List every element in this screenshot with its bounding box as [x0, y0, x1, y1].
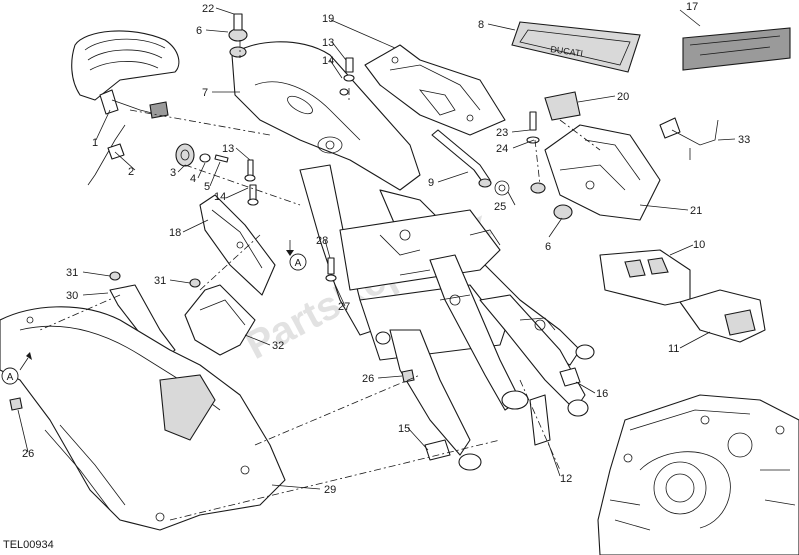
- callout-16: 16: [596, 388, 608, 400]
- callout-14: 14: [214, 191, 226, 203]
- leader-lines: [17, 7, 736, 490]
- callout-9: 9: [428, 177, 434, 189]
- callout-14: 14: [322, 55, 334, 67]
- part-20-pad: [544, 91, 581, 121]
- part-29-tail-fairing: [0, 306, 286, 531]
- callout-17: 17: [686, 1, 698, 13]
- callout-25: 25: [494, 201, 506, 213]
- view-marker-a-lower: A: [1, 352, 32, 385]
- callout-31: 31: [66, 267, 78, 279]
- svg-text:DUCATI: DUCATI: [550, 44, 584, 58]
- fasteners-right: [494, 111, 573, 220]
- callout-22: 22: [202, 3, 214, 15]
- callout-20: 20: [617, 91, 629, 103]
- callout-labels: 1 2 3 4 5 6 6 7 8 9 10 11 12 13 13 14 14…: [22, 1, 750, 496]
- callout-11: 11: [668, 343, 679, 355]
- fasteners-left: [175, 13, 259, 206]
- callout-2: 2: [128, 166, 134, 178]
- view-marker-a-upper: A: [286, 240, 307, 271]
- callout-15: 15: [398, 423, 410, 435]
- callout-8: 8: [478, 19, 484, 31]
- assembly-lines: [39, 40, 601, 521]
- view-marker-label: A: [295, 258, 302, 269]
- part-21-license-bracket: [544, 124, 661, 221]
- lower-small-parts: [9, 257, 581, 461]
- part-18-side-panel: [199, 194, 276, 296]
- tail-light: [71, 30, 180, 119]
- callout-29: 29: [324, 484, 336, 496]
- callout-19: 19: [322, 13, 334, 25]
- part-8-cover: DUCATI: [511, 21, 641, 73]
- callout-18: 18: [169, 227, 181, 239]
- part-11-cover: [679, 289, 766, 343]
- callout-31: 31: [154, 275, 166, 287]
- rear-subframe: [231, 41, 595, 471]
- callout-13: 13: [222, 143, 234, 155]
- callout-24: 24: [496, 143, 508, 155]
- part-32-bracket: [184, 278, 256, 356]
- callout-6: 6: [545, 241, 551, 253]
- callout-21: 21: [690, 205, 702, 217]
- fasteners-upper: [339, 57, 355, 96]
- upper-right-bracket: [364, 44, 506, 136]
- callout-26: 26: [22, 448, 34, 460]
- engine-block: [597, 394, 799, 555]
- part-33-clip: [659, 117, 719, 160]
- part-9-strap: [431, 129, 492, 188]
- callout-33: 33: [738, 134, 750, 146]
- callout-28: 28: [316, 235, 328, 247]
- callout-32: 32: [272, 340, 284, 352]
- callout-3: 3: [170, 167, 176, 179]
- part-17-manual: [682, 27, 791, 71]
- callout-27: 27: [338, 301, 350, 313]
- callout-5: 5: [204, 181, 210, 193]
- callout-6: 6: [196, 25, 202, 37]
- callout-7: 7: [202, 87, 208, 99]
- callout-1: 1: [92, 137, 98, 149]
- diagram-reference-code: TEL00934: [3, 539, 54, 551]
- callout-10: 10: [693, 239, 705, 251]
- callout-30: 30: [66, 290, 78, 302]
- callout-12: 12: [560, 473, 572, 485]
- callout-23: 23: [496, 127, 508, 139]
- view-marker-label: A: [7, 372, 14, 383]
- part-10-cover: [599, 249, 691, 306]
- callout-13: 13: [322, 37, 334, 49]
- cable-tie: [87, 124, 126, 186]
- callout-26: 26: [362, 373, 374, 385]
- callout-4: 4: [190, 173, 196, 185]
